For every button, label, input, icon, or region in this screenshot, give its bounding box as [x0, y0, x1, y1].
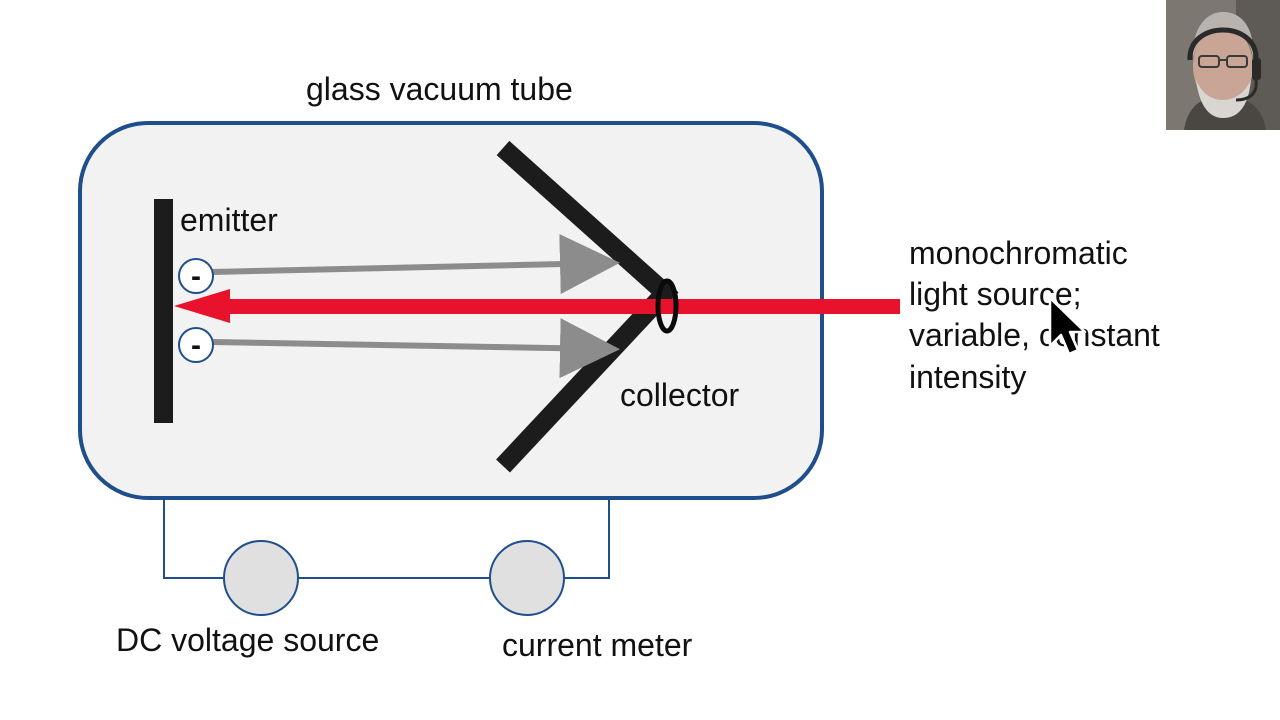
electron-path-lower [211, 318, 620, 379]
collector-electrode [496, 140, 679, 473]
tube-label: glass vacuum tube [306, 71, 573, 107]
light-source-label-line-3: variable, constant [909, 317, 1160, 353]
electron-lower: - [178, 327, 214, 363]
presenter-webcam [1166, 0, 1280, 130]
mouse-pointer-icon [1048, 296, 1087, 356]
emitter-label: emitter [180, 202, 278, 238]
light-source-label-line-4: intensity [909, 359, 1026, 395]
collector-label: collector [620, 377, 740, 413]
emitter-plate [154, 199, 173, 423]
voltage-source-label: DC voltage source [116, 622, 379, 658]
current-meter-label: current meter [502, 627, 693, 663]
dc-voltage-source [223, 540, 299, 616]
electron-path-upper [211, 234, 620, 295]
presenter-webcam-feed-icon [1166, 0, 1280, 130]
electron-lower-symbol: - [191, 329, 201, 362]
light-beam [174, 289, 900, 323]
electron-upper: - [178, 258, 214, 294]
light-source-label-line-1: monochromatic [909, 235, 1128, 271]
current-meter [489, 540, 565, 616]
collector-aperture [655, 278, 679, 334]
electron-upper-symbol: - [191, 260, 201, 293]
